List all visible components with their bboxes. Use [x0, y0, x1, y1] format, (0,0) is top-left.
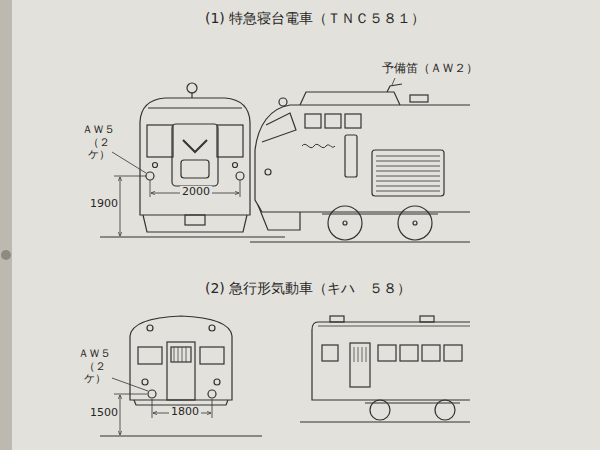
horn-symbol [148, 390, 156, 398]
side-view-kiha58 [300, 316, 470, 422]
front-view-kiha58 [100, 316, 262, 436]
part-callout: ＡＷ５ （２ケ） [80, 124, 117, 162]
horn-symbol [236, 172, 244, 180]
horn-symbol [387, 84, 402, 92]
dimension: 2000 [180, 186, 212, 199]
horn-symbol [208, 390, 216, 398]
part-note: 予備笛（ＡＷ２） [382, 62, 478, 76]
binder-hole [1, 250, 11, 260]
binder-edge [0, 0, 12, 450]
dimension: 1500 [90, 407, 118, 420]
section-heading: (1) 特急寝台電車（ＴＮＣ５８１） [205, 10, 425, 26]
section-heading: (2) 急行形気動車（キハ ５８） [205, 280, 411, 296]
side-view-581 [250, 78, 470, 242]
part-callout: ＡＷ５ （２ケ） [76, 348, 113, 386]
horn-symbol [146, 172, 154, 180]
front-view-581 [100, 83, 285, 237]
dimension: 1800 [169, 406, 201, 419]
dimension: 1900 [90, 198, 118, 211]
